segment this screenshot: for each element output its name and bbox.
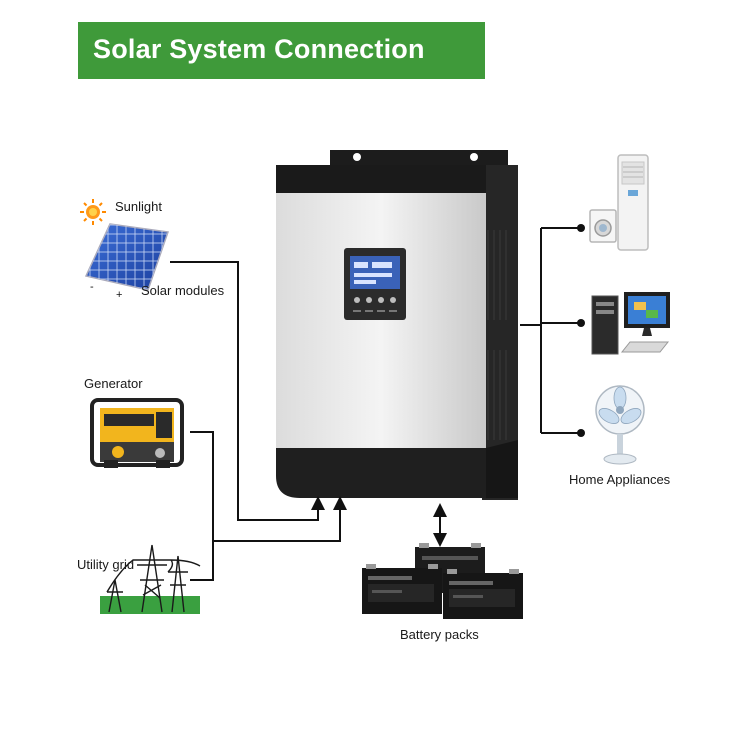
- computer-icon: [591, 292, 670, 355]
- home-appliances-label: Home Appliances: [569, 472, 671, 487]
- generator-label: Generator: [84, 376, 143, 391]
- title-banner: [78, 22, 485, 79]
- washing-machine-icon: [589, 209, 617, 243]
- svg-text:-: -: [90, 281, 94, 293]
- solar-modules-label: Solar modules: [141, 283, 225, 298]
- connection-lines: [170, 227, 578, 581]
- utility-grid-icon: [100, 544, 201, 614]
- inverter-unit: [276, 150, 518, 500]
- generator-icon: [90, 398, 184, 468]
- air-conditioner-icon: [617, 154, 649, 251]
- plug-icons: [577, 224, 585, 437]
- svg-text:+: +: [116, 289, 122, 301]
- battery-packs-icon: [362, 543, 523, 619]
- utility-grid-label: Utility grid: [77, 557, 135, 572]
- sun-icon: [80, 199, 106, 225]
- sunlight-label: Sunlight: [115, 199, 162, 214]
- battery-packs-label: Battery packs: [400, 627, 479, 642]
- page-title: Solar System Connection: [93, 34, 425, 64]
- solar-panel-icon: - +: [84, 223, 170, 301]
- fan-icon: [595, 385, 645, 465]
